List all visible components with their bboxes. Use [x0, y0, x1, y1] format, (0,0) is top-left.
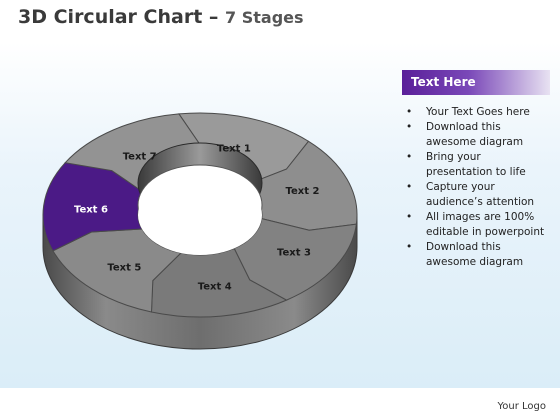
stage-label-5: Text 5: [107, 262, 141, 273]
bullet-item: Capture your audience’s attention: [402, 180, 550, 210]
ring-hole: [137, 142, 263, 255]
bullet-item: Download this awesome diagram: [402, 120, 550, 150]
page-title: 3D Circular Chart – 7 Stages: [18, 6, 304, 28]
title-subtitle: 7 Stages: [225, 8, 304, 27]
circular-chart: Text 1 Text 2 Text 3 Text 4 Text 5 Text 6 Text…: [42, 112, 358, 350]
bullet-item: Download this awesome diagram: [402, 240, 550, 270]
ring-labels: Text 1 Text 2 Text 3 Text 4 Text 5 Text 6 Text…: [74, 143, 320, 292]
stage-label-2: Text 2: [286, 186, 320, 197]
panel-header: Text Here: [402, 70, 550, 95]
text-panel: Text Here Your Text Goes here Download t…: [402, 70, 550, 270]
bullet-item: Your Text Goes here: [402, 105, 550, 120]
bullet-item: All images are 100% editable in powerpoi…: [402, 210, 550, 240]
panel-bullet-list: Your Text Goes here Download this awesom…: [402, 105, 550, 270]
footer-bar: [0, 388, 560, 420]
stage-label-4: Text 4: [198, 281, 232, 292]
logo-text: Your Logo: [497, 401, 546, 412]
bullet-item: Bring your presentation to life: [402, 150, 550, 180]
title-main: 3D Circular Chart –: [18, 6, 219, 28]
stage-label-6: Text 6: [74, 205, 108, 216]
stage-label-7: Text 7: [123, 152, 157, 163]
stage-label-3: Text 3: [277, 247, 311, 258]
stage-label-1: Text 1: [217, 143, 251, 154]
